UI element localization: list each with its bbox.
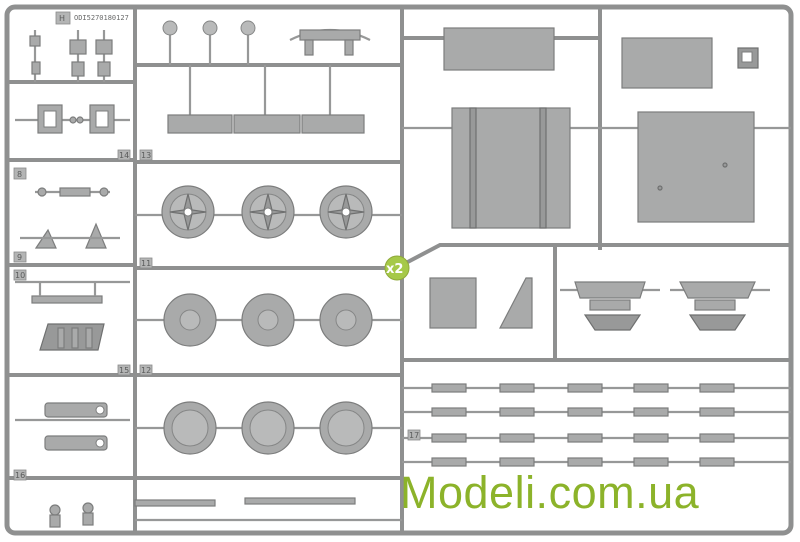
spring-hanger-parts xyxy=(560,281,770,331)
multiplier-label: x2 xyxy=(386,262,403,277)
small-parts-grid xyxy=(402,383,791,467)
spoked-wheel-parts xyxy=(135,185,402,239)
leaf-spring-part xyxy=(289,28,371,56)
part-tag-13: 13 xyxy=(141,151,151,160)
part-number-tags: 9 10 11 12 13 14 15 16 17 xyxy=(13,149,421,481)
hub-wheel-parts xyxy=(135,293,402,347)
part-tag-10: 10 xyxy=(15,271,25,280)
top-panel-parts xyxy=(443,27,759,89)
part-tag-11: 11 xyxy=(141,259,151,268)
plate-and-wedge-parts xyxy=(429,277,533,329)
tiny-figures xyxy=(49,502,94,528)
sprue-letter: H xyxy=(59,14,65,23)
long-bar-parts xyxy=(167,65,365,134)
long-lever-part xyxy=(15,280,130,304)
sprue-letter-tag xyxy=(55,11,71,25)
part-tag-12: 12 xyxy=(141,366,151,375)
step-bracket-part xyxy=(39,323,105,351)
link-plates xyxy=(15,402,130,451)
sprue-outer-frame xyxy=(4,4,794,536)
part-tag-14: 14 xyxy=(119,151,129,160)
part-tag-8 xyxy=(13,167,27,180)
axle-parts xyxy=(134,497,402,522)
watermark-text: Modeli.com.ua xyxy=(400,467,700,518)
part-tag-16: 16 xyxy=(15,471,25,480)
small-pins-group xyxy=(29,30,113,82)
multiplier-badge xyxy=(384,255,410,281)
sprue-code: ODI5270180127 xyxy=(74,14,129,22)
ball-knob-parts xyxy=(162,20,256,65)
part-tag-15: 15 xyxy=(119,366,129,375)
part-tag-17: 17 xyxy=(409,431,419,440)
runner-diagonal xyxy=(401,243,791,267)
part-tag-8-label: 8 xyxy=(17,170,22,179)
hinge-parts xyxy=(15,104,130,134)
rod-with-clamps xyxy=(20,187,120,249)
large-panel-parts xyxy=(402,107,791,229)
part-tag-9: 9 xyxy=(17,253,22,262)
disc-wheel-parts xyxy=(135,401,402,455)
